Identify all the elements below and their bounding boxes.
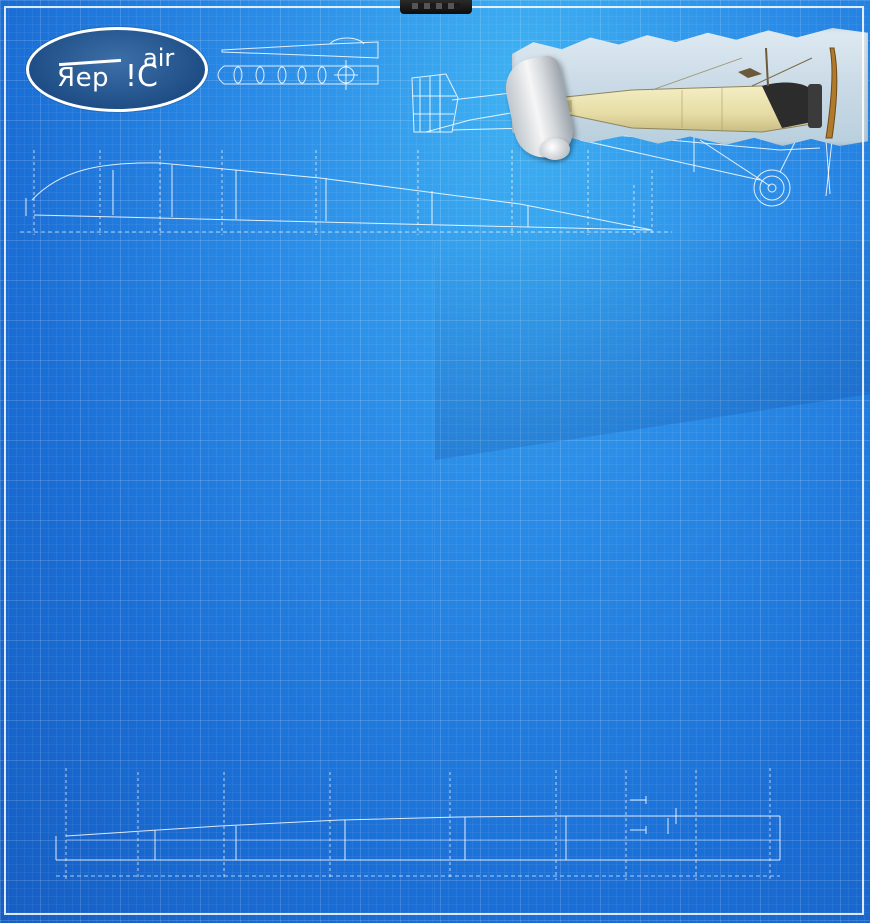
logo-part-a: Яep (57, 63, 110, 93)
logo-text: Яep !C air (29, 30, 205, 109)
wing-rib-top-drawing (20, 150, 672, 235)
brand-logo[interactable]: Яep !C air (26, 27, 208, 112)
panel-divider (434, 240, 435, 920)
logo-part-b: !C (125, 59, 158, 94)
paper-clip-icon (400, 0, 472, 14)
paper-curl-tip (540, 138, 570, 160)
logo-part-c: air (143, 44, 175, 72)
wing-rib-bottom-drawing (55, 768, 781, 880)
wing-plan-sketch (217, 37, 379, 90)
